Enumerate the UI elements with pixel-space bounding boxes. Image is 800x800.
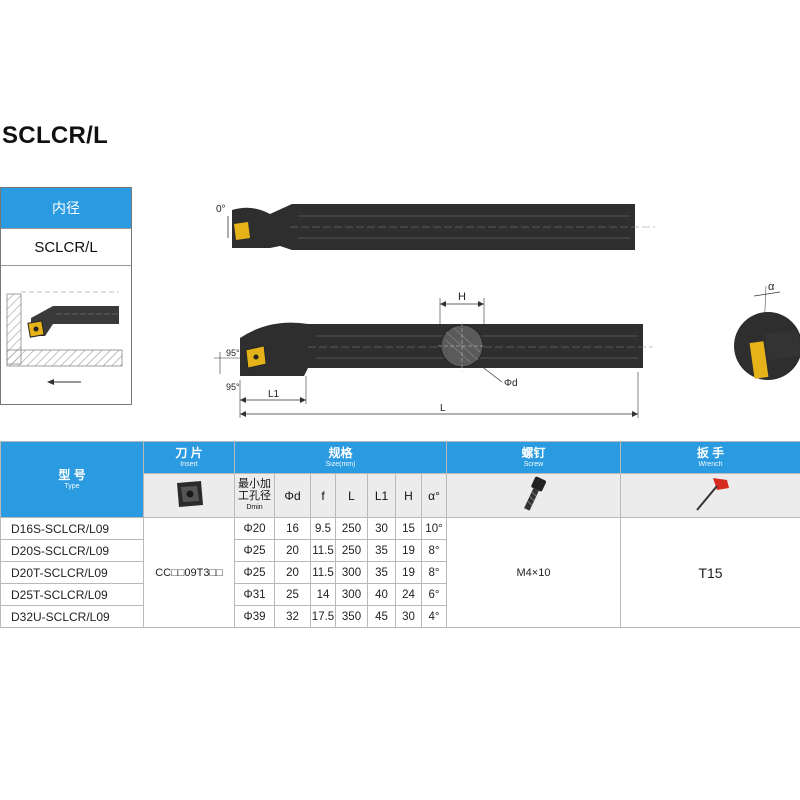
row-dmin: Φ25	[234, 561, 275, 584]
row-alpha: 4°	[421, 605, 447, 628]
table-row: D20T-SCLCR/L09 Φ25 20 11.5 300 35 19 8°	[0, 561, 800, 584]
row-l1: 30	[367, 517, 396, 540]
row-d: 20	[274, 539, 311, 562]
row-h: 19	[395, 561, 422, 584]
col-f-header: f	[310, 473, 336, 518]
row-l1: 35	[367, 539, 396, 562]
tool-end-view: α	[734, 281, 800, 380]
insert-image-icon	[177, 481, 203, 507]
row-f: 11.5	[310, 539, 336, 562]
col-screw-header: 螺钉 Screw	[446, 441, 621, 474]
row-alpha: 10°	[421, 517, 447, 540]
row-model: D20T-SCLCR/L09	[0, 561, 144, 584]
row-l: 300	[335, 561, 368, 584]
spec-table: 型 号 Type 刀 片 Insert 规格 Size(mm) 螺钉 Screw…	[0, 441, 800, 628]
insert-value: CC□□09T3□□	[143, 517, 235, 628]
row-h: 15	[395, 517, 422, 540]
row-h: 19	[395, 539, 422, 562]
col-size-header: 规格 Size(mm)	[234, 441, 447, 474]
angle-alpha-label: α	[768, 281, 775, 293]
row-dmin: Φ31	[234, 583, 275, 606]
row-f: 9.5	[310, 517, 336, 540]
row-h: 24	[395, 583, 422, 606]
row-l: 350	[335, 605, 368, 628]
angle-left-label: 95°	[226, 348, 240, 358]
row-l: 250	[335, 517, 368, 540]
row-f: 14	[310, 583, 336, 606]
row-alpha: 8°	[421, 539, 447, 562]
row-d: 20	[274, 561, 311, 584]
row-f: 11.5	[310, 561, 336, 584]
row-model: D25T-SCLCR/L09	[0, 583, 144, 606]
table-row: D32U-SCLCR/L09 Φ39 32 17.5 350 45 30 4°	[0, 605, 800, 628]
row-dmin: Φ20	[234, 517, 275, 540]
angle-bottom-label: 95°	[226, 382, 240, 392]
page-title: SCLCR/L	[2, 122, 109, 149]
dim-l-label: L	[440, 403, 446, 414]
wrench-icon	[695, 478, 729, 511]
tool-side-view: H Φd 95° 95° L1 L	[214, 291, 653, 418]
row-l: 250	[335, 539, 368, 562]
wrench-image-cell	[620, 473, 800, 518]
side-panel-model: SCLCR/L	[1, 228, 131, 266]
col-d-header: Φd	[274, 473, 311, 518]
row-model: D32U-SCLCR/L09	[0, 605, 144, 628]
row-alpha: 8°	[421, 561, 447, 584]
col-h-header: H	[395, 473, 422, 518]
row-h: 30	[395, 605, 422, 628]
row-l1: 40	[367, 583, 396, 606]
row-l1: 45	[367, 605, 396, 628]
dim-h-label: H	[458, 291, 466, 303]
col-model-header: 型 号 Type	[0, 441, 144, 518]
col-l-header: L	[335, 473, 368, 518]
insert-image-cell	[143, 473, 235, 518]
col-alpha-header: α°	[421, 473, 447, 518]
side-panel-heading: 内径	[1, 188, 131, 228]
screw-image-cell	[446, 473, 621, 518]
row-d: 25	[274, 583, 311, 606]
col-wrench-header: 扳 手 Wrench	[620, 441, 800, 474]
row-model: D16S-SCLCR/L09	[0, 517, 144, 540]
row-model: D20S-SCLCR/L09	[0, 539, 144, 562]
row-d: 32	[274, 605, 311, 628]
row-l: 300	[335, 583, 368, 606]
tool-top-view: 0°	[216, 204, 655, 250]
col-l1-header: L1	[367, 473, 396, 518]
angle-top-label: 0°	[216, 204, 226, 215]
table-row: D16S-SCLCR/L09 CC□□09T3□□ Φ20 16 9.5 250…	[0, 517, 800, 628]
col-dmin-header: 最小加工孔径 Dmin	[234, 473, 275, 518]
dim-l1-label: L1	[268, 389, 280, 400]
row-d: 16	[274, 517, 311, 540]
row-l1: 35	[367, 561, 396, 584]
row-dmin: Φ25	[234, 539, 275, 562]
insert-icon	[234, 222, 250, 240]
screw-icon	[523, 476, 546, 511]
col-insert-header: 刀 片 Insert	[143, 441, 235, 474]
dim-d-label: Φd	[504, 378, 518, 389]
row-dmin: Φ39	[234, 605, 275, 628]
side-panel: 内径 SCLCR/L	[0, 187, 132, 405]
wrench-value: T15	[620, 517, 800, 628]
screw-value: M4×10	[446, 517, 621, 628]
boring-illustration	[6, 291, 123, 385]
table-row: D20S-SCLCR/L09 Φ25 20 11.5 250 35 19 8°	[0, 539, 800, 562]
row-alpha: 6°	[421, 583, 447, 606]
row-f: 17.5	[310, 605, 336, 628]
